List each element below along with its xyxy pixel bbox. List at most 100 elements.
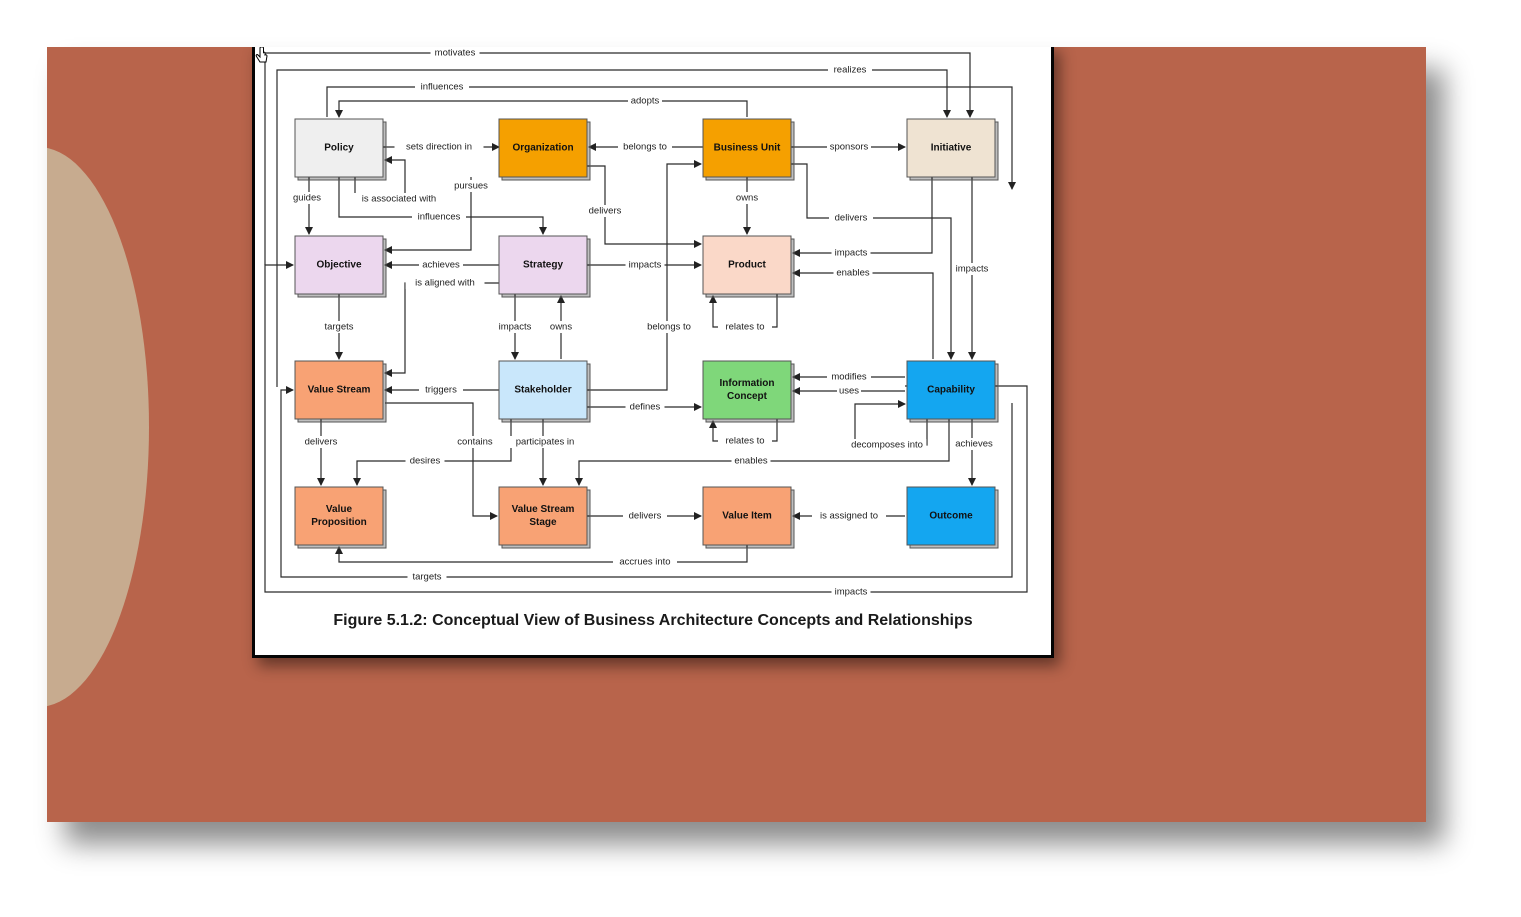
node-strategy: Strategy bbox=[498, 235, 591, 298]
edge-label-impacts-init-cap: impacts bbox=[956, 264, 989, 275]
node-box bbox=[702, 235, 792, 295]
edge-label-achieves-outcome: achieves bbox=[955, 439, 993, 450]
edge-label-enables-product: enables bbox=[836, 268, 870, 279]
edge-pursues bbox=[384, 177, 472, 254]
node-policy: Policy bbox=[294, 118, 387, 181]
node-box bbox=[906, 486, 996, 546]
edge-label-impacts-strategy: impacts bbox=[629, 260, 662, 271]
edge-label-delivers-org: delivers bbox=[589, 206, 622, 217]
edge-label-defines: defines bbox=[630, 402, 661, 413]
edge-label-background bbox=[827, 141, 871, 153]
edge-label-guides: guides bbox=[293, 193, 321, 204]
node-label: Objective bbox=[316, 260, 361, 271]
edge-label-background bbox=[718, 321, 772, 333]
edge-label-realizes: realizes bbox=[834, 65, 867, 76]
node-label: Value Stream bbox=[308, 385, 371, 396]
edge-label-sets-direction-in: sets direction in bbox=[406, 142, 472, 153]
diagram-figure: motivates realizes influences adopts sets di… bbox=[252, 47, 1054, 658]
node-stakeholder: Stakeholder bbox=[498, 360, 591, 423]
edge-label-background bbox=[628, 95, 662, 107]
edge-label-background bbox=[735, 192, 759, 204]
edge-label-sponsors: sponsors bbox=[830, 142, 869, 153]
node-box bbox=[702, 118, 792, 178]
edge-label-background bbox=[451, 180, 491, 192]
edge-label-background bbox=[625, 259, 665, 271]
edge-label-is-assigned-to: is assigned to bbox=[820, 511, 878, 522]
node-label: Proposition bbox=[311, 517, 367, 528]
edge-label-background bbox=[831, 586, 871, 598]
edge-label-background bbox=[831, 247, 871, 259]
edge-label-background bbox=[394, 141, 484, 153]
edge-label-decomposes-into: decomposes into bbox=[851, 440, 923, 451]
edge-label-background bbox=[412, 211, 466, 223]
node-box bbox=[906, 360, 996, 420]
edge-label-background bbox=[430, 47, 480, 59]
edge-label-adopts: adopts bbox=[631, 96, 660, 107]
node-box bbox=[498, 486, 588, 546]
edge-label-influences-top: influences bbox=[421, 82, 464, 93]
node-capability: Capability bbox=[906, 360, 999, 423]
edge-label-enables-vss: enables bbox=[734, 456, 768, 467]
edge-label-influences-mid: influences bbox=[418, 212, 461, 223]
edge-label-background bbox=[453, 436, 497, 448]
edge-label-background bbox=[495, 321, 535, 333]
slide: motivates realizes influences adopts sets di… bbox=[47, 47, 1426, 822]
edge-delivers-init bbox=[791, 163, 955, 360]
edge-label-uses: uses bbox=[839, 386, 859, 397]
decorative-blob bbox=[47, 147, 149, 707]
edge-label-targets-vs: targets bbox=[324, 322, 353, 333]
node-box bbox=[498, 235, 588, 295]
edge-label-background bbox=[419, 384, 463, 396]
edge-label-belongs-to-bu: belongs to bbox=[623, 142, 667, 153]
edge-realizes bbox=[276, 69, 951, 387]
node-label: Value Item bbox=[722, 511, 772, 522]
edge-label-delivers-vss: delivers bbox=[629, 511, 662, 522]
edge-label-background bbox=[827, 371, 871, 383]
node-outcome: Outcome bbox=[906, 486, 999, 549]
edge-label-background bbox=[415, 81, 469, 93]
edge-is-aligned-with bbox=[384, 282, 499, 377]
edge-label-background bbox=[623, 510, 667, 522]
edge-label-motivates: motivates bbox=[435, 48, 476, 59]
edge-label-background bbox=[812, 510, 886, 522]
figure-caption: Figure 5.1.2: Conceptual View of Busines… bbox=[333, 612, 973, 629]
edge-label-background bbox=[613, 556, 677, 568]
edge-label-background bbox=[837, 385, 861, 397]
edge-label-relates-to-product: relates to bbox=[725, 322, 764, 333]
node-label: Capability bbox=[927, 385, 975, 396]
node-box bbox=[294, 235, 384, 295]
node-label: Business Unit bbox=[714, 143, 781, 154]
edge-label-pursues: pursues bbox=[454, 181, 488, 192]
edge-impacts-bottom bbox=[264, 261, 1028, 593]
edge-label-background bbox=[642, 321, 696, 333]
edge-label-impacts-product: impacts bbox=[835, 248, 868, 259]
edge-label-background bbox=[731, 455, 771, 467]
edge-targets-bottom bbox=[280, 386, 1013, 578]
edge-enables-product bbox=[792, 269, 934, 359]
edge-label-background bbox=[405, 277, 485, 289]
edge-label-background bbox=[505, 436, 585, 448]
edge-label-belongs-to-sh: belongs to bbox=[647, 322, 691, 333]
node-label: Outcome bbox=[929, 511, 973, 522]
edge-label-triggers: triggers bbox=[425, 385, 457, 396]
edge-accrues-into bbox=[335, 545, 748, 563]
node-label: Information bbox=[720, 378, 775, 389]
edge-label-is-associated-with: is associated with bbox=[362, 194, 436, 205]
hand-cursor-icon bbox=[255, 47, 268, 63]
edge-label-background bbox=[407, 571, 447, 583]
node-business-unit: Business Unit bbox=[702, 118, 795, 181]
node-label: Strategy bbox=[523, 260, 563, 271]
edge-enables-vss bbox=[575, 419, 950, 486]
edge-label-background bbox=[319, 321, 359, 333]
relationship-diagram: motivates realizes influences adopts sets di… bbox=[264, 47, 1028, 598]
edge-label-background bbox=[618, 141, 672, 153]
edge-label-background bbox=[828, 64, 872, 76]
node-label: Value Stream bbox=[512, 504, 575, 515]
edge-label-impacts-bottom: impacts bbox=[835, 587, 868, 598]
node-value-item: Value Item bbox=[702, 486, 795, 549]
edge-label-owns-sh: owns bbox=[550, 322, 572, 333]
node-box bbox=[702, 360, 792, 420]
edge-label-background bbox=[829, 212, 873, 224]
edge-label-modifies: modifies bbox=[831, 372, 867, 383]
node-box bbox=[498, 360, 588, 420]
